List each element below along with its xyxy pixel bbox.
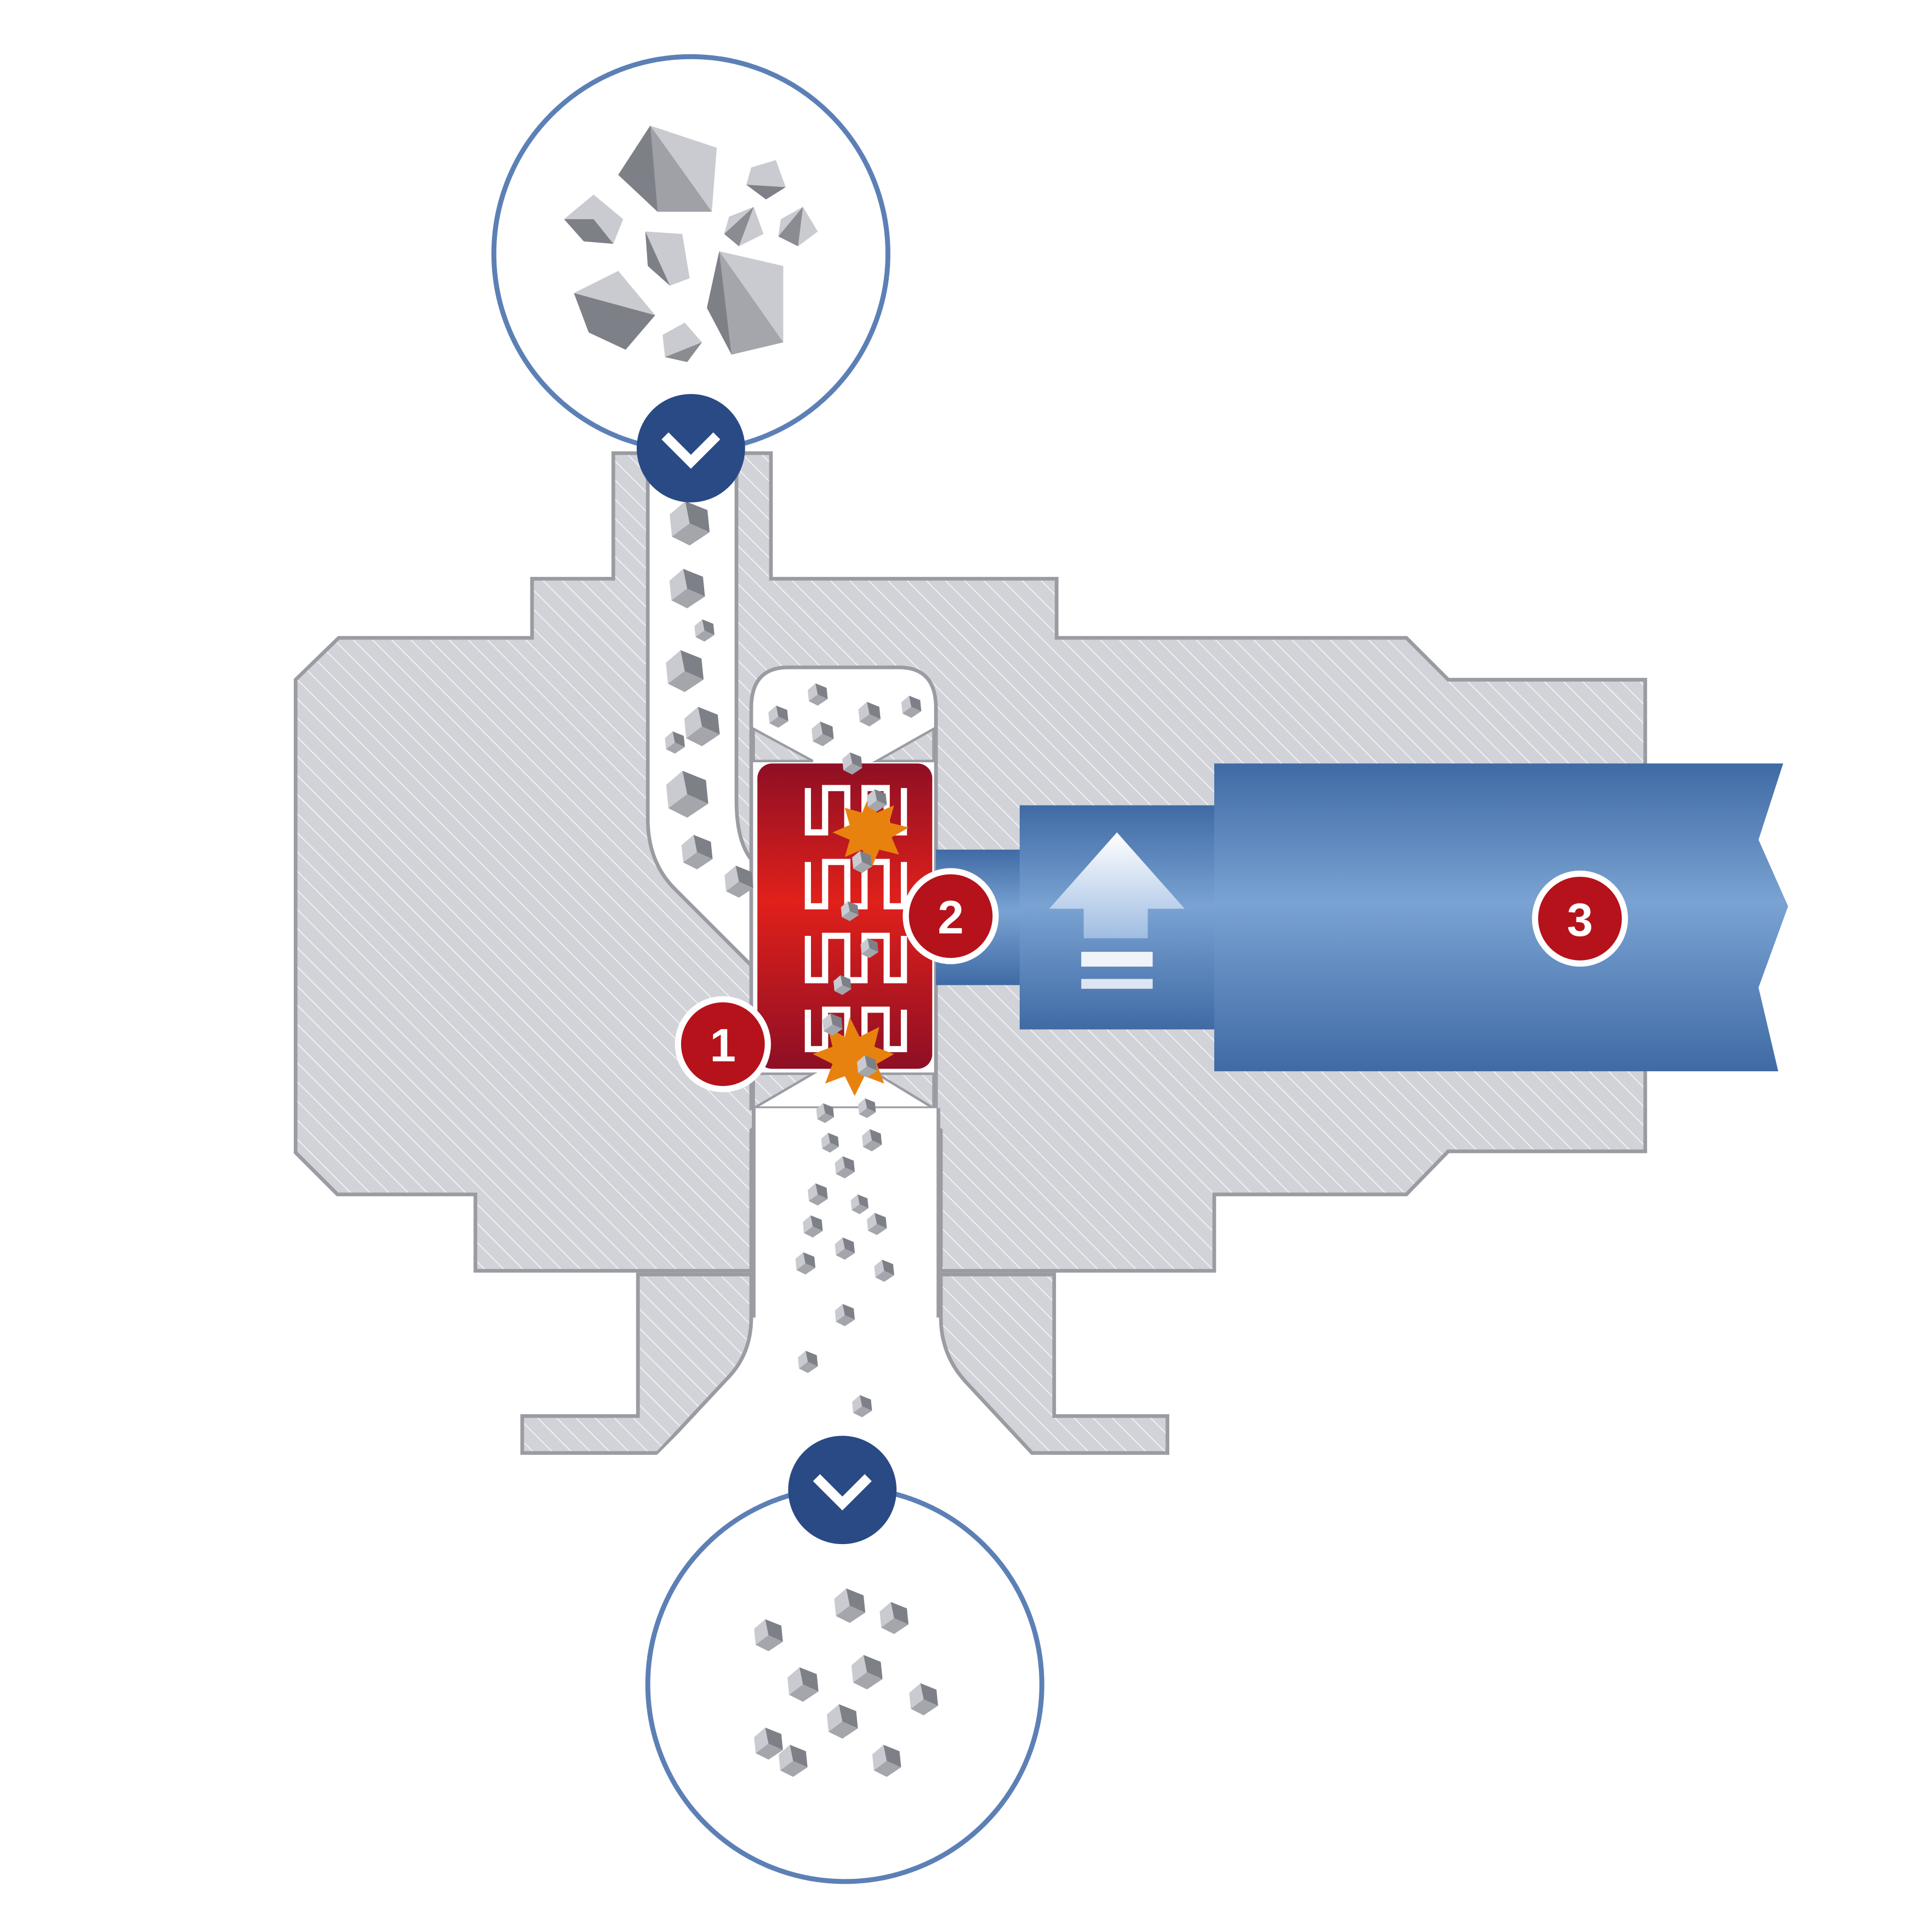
inlet-valve — [636, 394, 745, 502]
drive-shaft — [936, 763, 1789, 1072]
chevron-down-icon — [813, 1474, 872, 1511]
coarse-particle — [618, 125, 717, 212]
outlet-valve — [788, 1436, 897, 1545]
coarse-particle — [778, 207, 818, 247]
coarse-particle — [564, 195, 624, 244]
outlet-channel — [653, 1108, 1035, 1460]
callout-2-label: 2 — [938, 891, 963, 944]
housing-right-foot — [939, 1272, 1169, 1455]
burst-icon — [813, 795, 909, 1096]
coarse-particle — [707, 251, 784, 355]
inlet-feed-circle — [491, 54, 890, 454]
callout-2: 2 — [902, 868, 999, 964]
housing-left-foot — [520, 1272, 753, 1455]
coarse-particle — [662, 322, 702, 362]
callout-1: 1 — [675, 996, 771, 1093]
coarse-particle — [746, 160, 786, 200]
arrow-up-icon — [1049, 832, 1185, 989]
callout-1-label: 1 — [710, 1020, 736, 1072]
motor-shaft — [1214, 763, 1789, 1072]
callout-3-label: 3 — [1567, 894, 1593, 946]
callout-3: 3 — [1532, 870, 1629, 967]
coarse-particles — [564, 125, 818, 362]
outlet-collection-circle — [645, 1485, 1044, 1884]
chevron-down-icon — [661, 432, 721, 469]
coarse-particle — [645, 231, 690, 286]
coarse-particle — [574, 271, 655, 350]
coarse-particle — [724, 207, 764, 247]
